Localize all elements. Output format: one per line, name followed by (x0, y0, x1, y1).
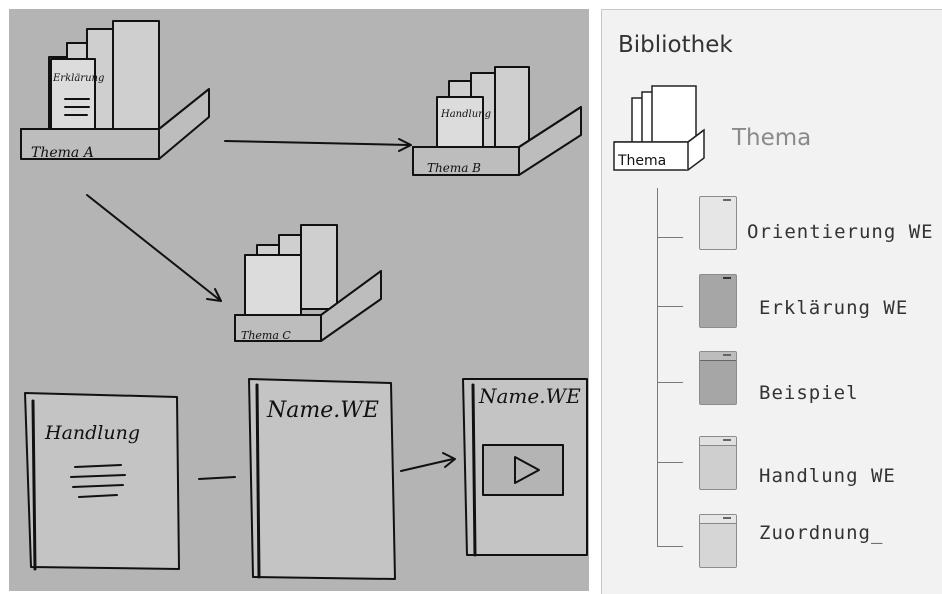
box-thema-b (412, 66, 582, 176)
tree-branch-line (657, 546, 683, 547)
page-dot (723, 277, 731, 279)
light-page-icon (699, 196, 737, 250)
tree-item-label: Orientierung WE (747, 221, 934, 243)
label-thema-a: Thema A (31, 145, 94, 161)
label-thema-c: Thema C (241, 329, 291, 342)
arrow-a-to-b (224, 140, 410, 146)
tree-item-label: Beispiel (759, 382, 859, 404)
label-handlung-doc: Handlung (440, 109, 491, 120)
thema-box-icon[interactable]: Thema (610, 84, 720, 180)
sketch-drawing: Thema A Thema B Thema C Erklärung Handlu… (20, 20, 588, 580)
tree-vertical-line (657, 188, 658, 546)
page-dot (723, 199, 731, 201)
page-title-name-we-1: Name.WE (266, 398, 379, 423)
arrow-a-to-c (86, 194, 222, 302)
tree-branch-line (657, 382, 683, 383)
page-name-we-blank (248, 378, 396, 580)
tree-root-thema[interactable]: Thema (732, 125, 812, 151)
page-dot (723, 517, 731, 519)
tree-branch-line (657, 306, 683, 307)
box-thema-a (20, 20, 210, 160)
medium-page-icon (699, 514, 737, 568)
tree-branch-line (657, 462, 683, 463)
page-dot (723, 439, 731, 441)
dark-page-icon (699, 351, 737, 405)
page-header-bar (700, 352, 736, 361)
label-thema-b: Thema B (427, 161, 481, 175)
library-title: Bibliothek (618, 32, 733, 58)
page-header-bar (700, 515, 736, 524)
page-name-we-video (462, 378, 588, 557)
sketch-area: Thema A Thema B Thema C Erklärung Handlu… (9, 9, 589, 591)
box-thema-c (234, 224, 382, 342)
page-title-name-we-2: Name.WE (478, 384, 581, 408)
play-icon (514, 456, 540, 484)
page-title-handlung: Handlung (44, 422, 140, 444)
tree-item-label: Erklärung WE (759, 297, 909, 319)
thema-box-label: Thema (617, 153, 666, 169)
library-panel: Bibliothek Thema Thema Orientierung WE E… (601, 9, 942, 594)
tree-branch-line (657, 237, 683, 238)
tree-item-label: Zuordnung_ (759, 522, 884, 544)
dark-page-icon (699, 274, 737, 328)
page-dot (723, 354, 731, 356)
arrow-page2-to-page3 (400, 458, 454, 472)
page-handlung (24, 392, 180, 571)
tree-item-label: Handlung WE (759, 465, 896, 487)
page-header-bar (700, 437, 736, 446)
arrow-page1-to-page2 (198, 476, 236, 480)
medium-page-icon (699, 436, 737, 490)
label-erklaerung: Erklärung (52, 73, 104, 84)
